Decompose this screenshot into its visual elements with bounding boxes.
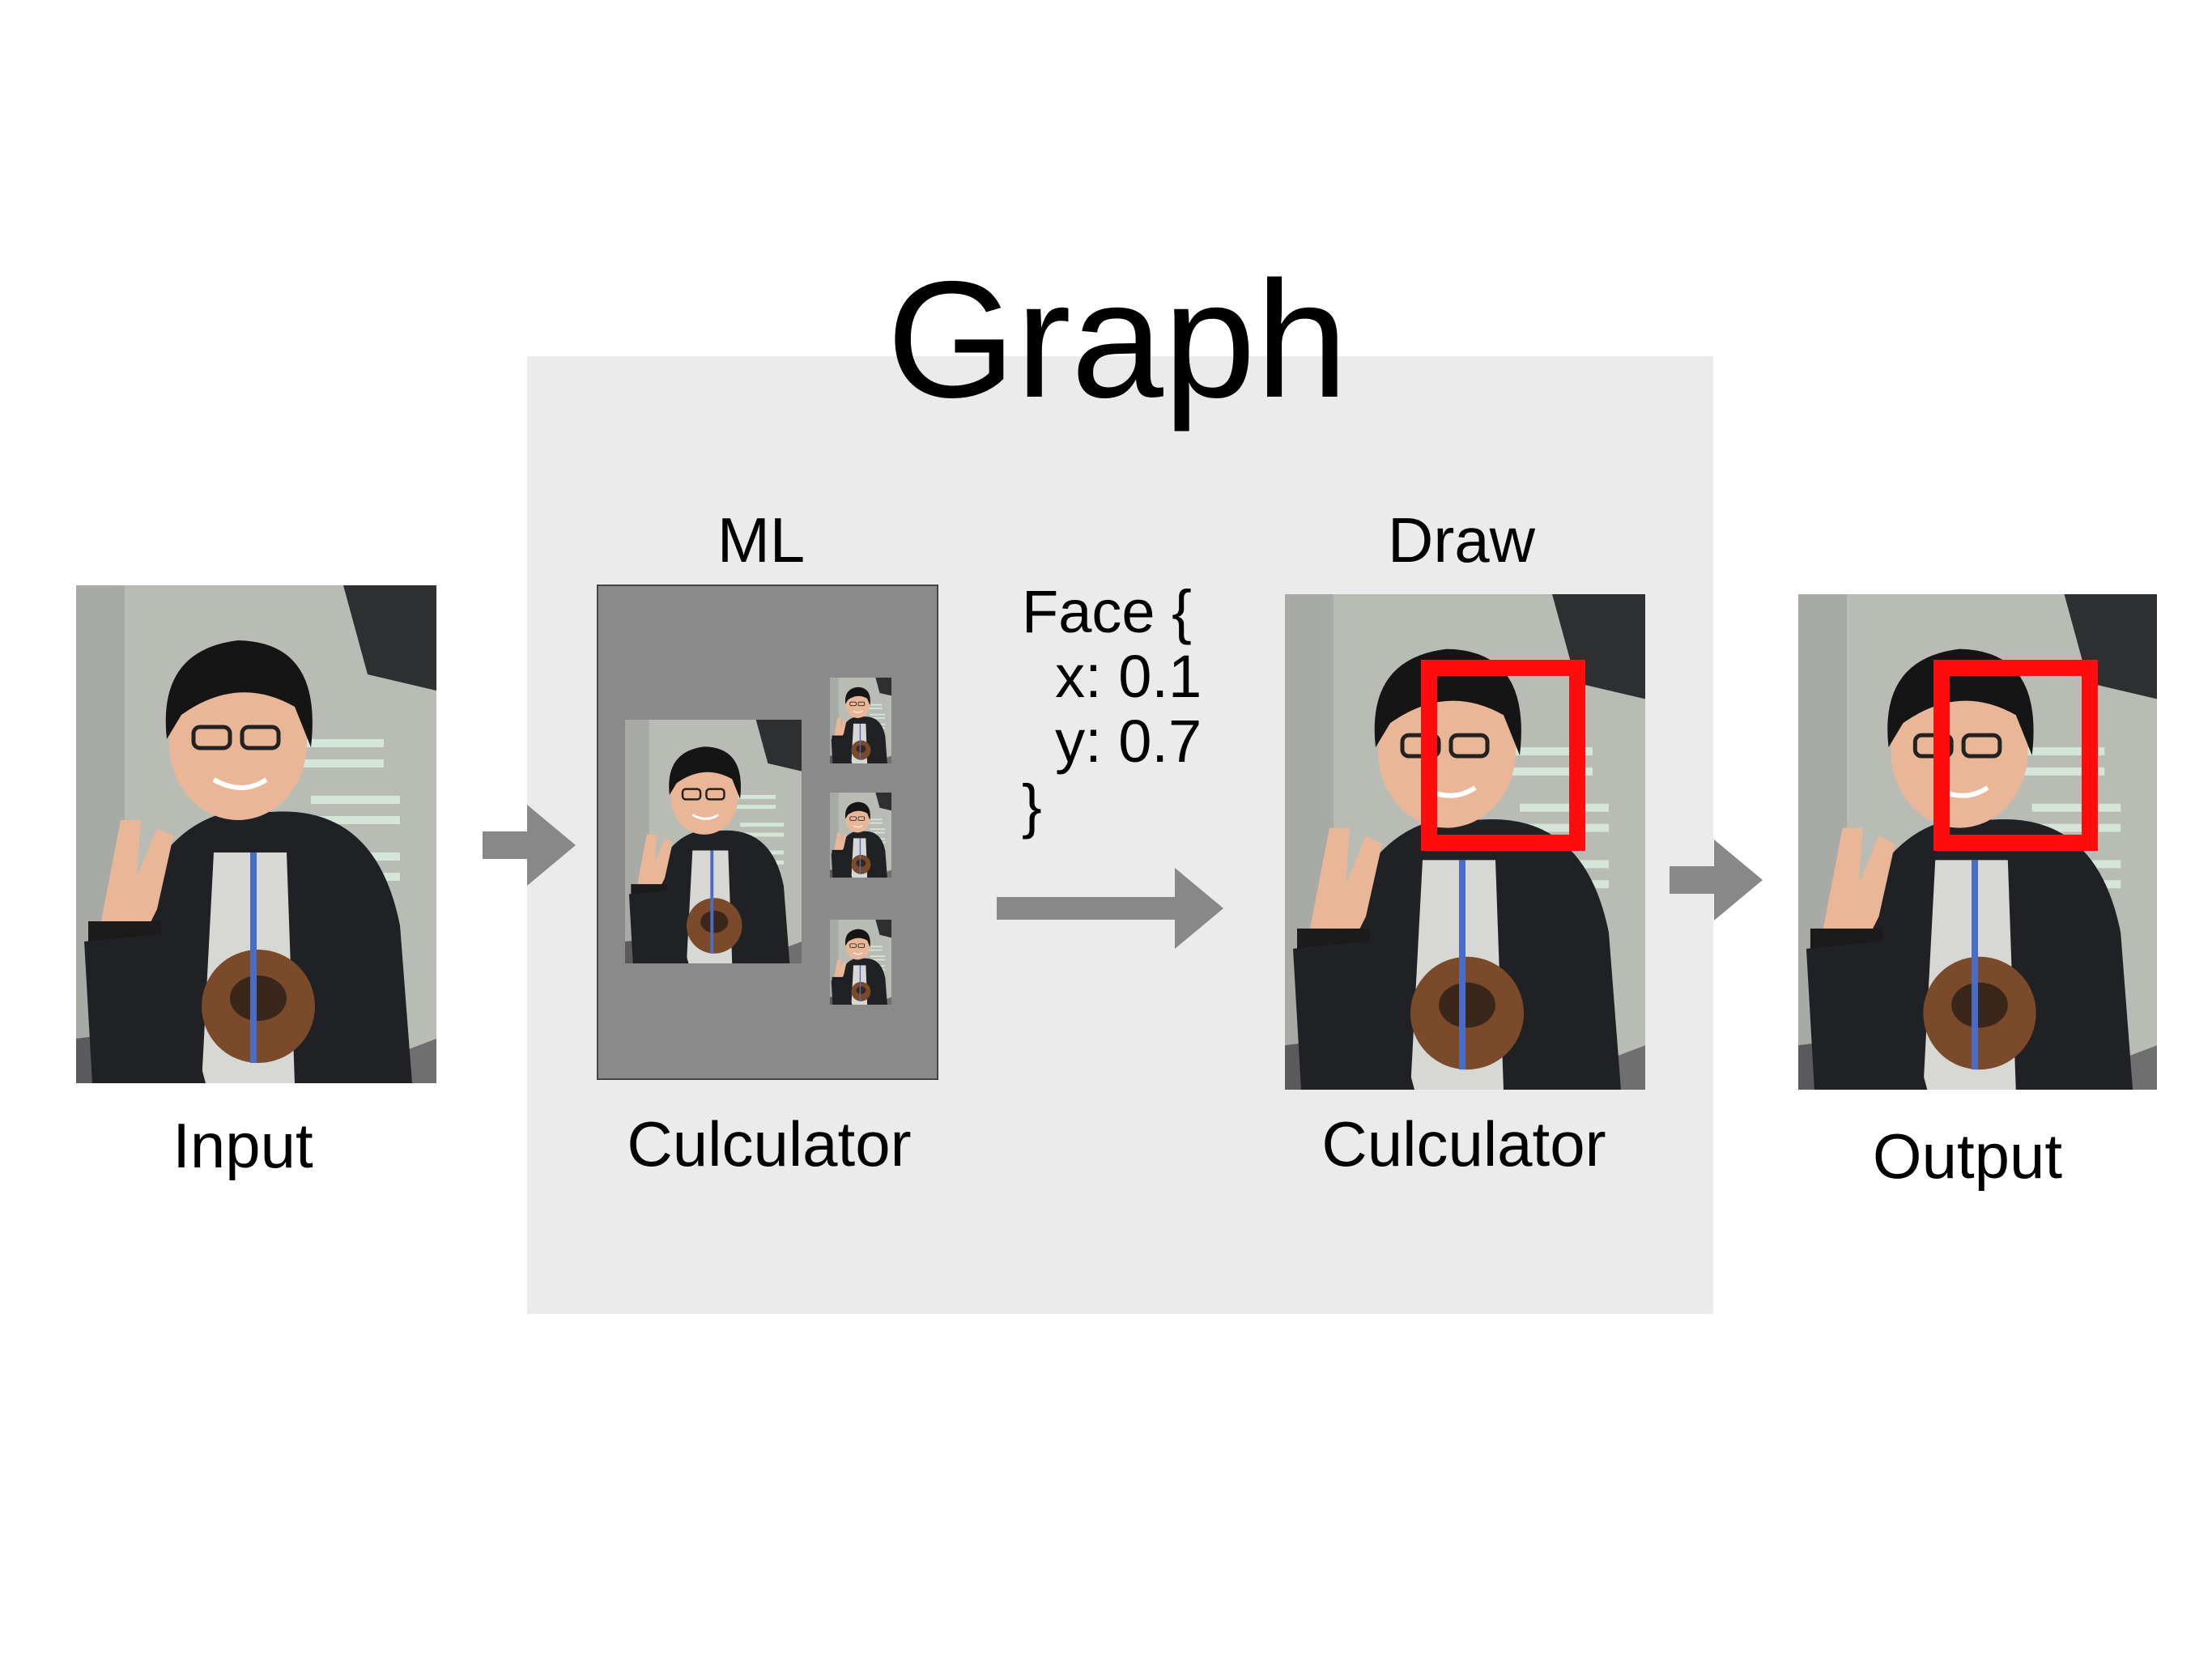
draw-label: Draw [1387,504,1535,576]
ml-thumbnail-2 [830,793,891,878]
code-line: x: 0.1 [1022,643,1202,710]
code-line: y: 0.7 [1022,708,1202,775]
ml-calculator-panel [597,585,938,1080]
face-bounding-box [1933,660,2098,851]
ml-calculator-label: Culculator [627,1108,912,1180]
code-line: Face { [1022,578,1192,645]
ml-thumbnail-1 [830,678,891,763]
face-bounding-box [1421,660,1585,851]
face-data-code: Face { x: 0.1 y: 0.7 } [1022,580,1202,839]
code-line: } [1022,772,1042,840]
input-photo [76,585,436,1083]
input-label: Input [172,1110,313,1181]
ml-main-thumbnail [625,720,802,963]
graph-title: Graph [887,247,1348,432]
output-label: Output [1872,1120,2063,1192]
right-arrow-icon [483,805,576,886]
right-arrow-icon [997,868,1223,949]
ml-thumbnail-3 [830,920,891,1005]
ml-label: ML [717,504,806,576]
draw-calculator-label: Culculator [1321,1108,1606,1180]
right-arrow-icon [1670,840,1763,920]
